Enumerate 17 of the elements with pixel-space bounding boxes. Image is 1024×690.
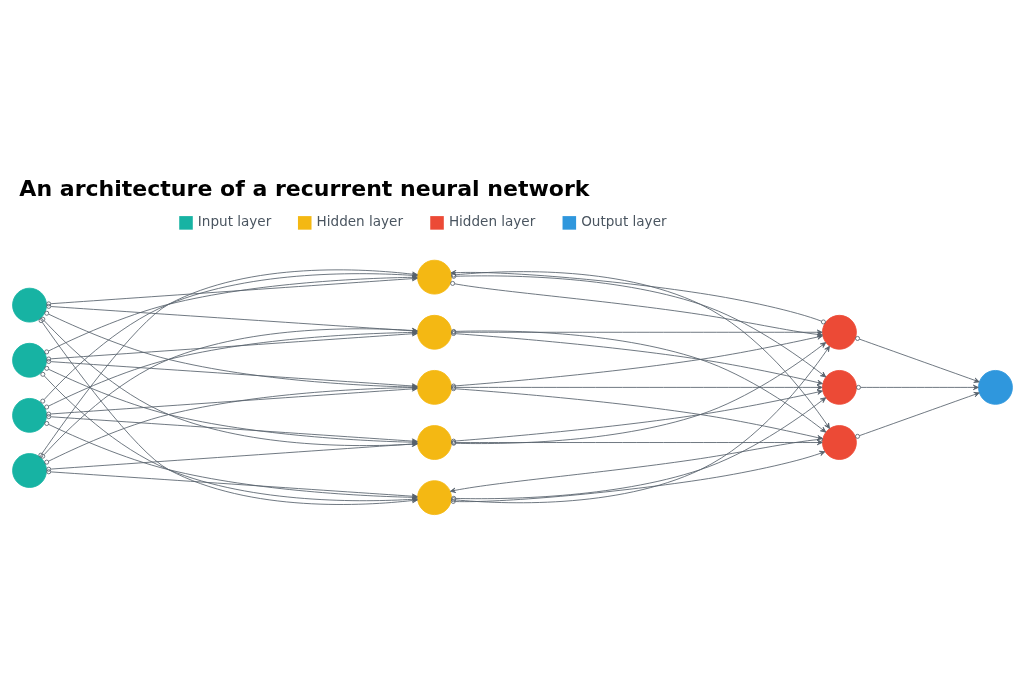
node-circle — [416, 370, 452, 405]
legend-label: Output layer — [580, 213, 667, 230]
arrow — [450, 439, 823, 446]
legend-label: Input layer — [197, 213, 271, 230]
node-circle — [416, 425, 452, 460]
node-circle — [416, 314, 452, 350]
arrow — [854, 392, 980, 439]
arrow — [450, 329, 823, 335]
arrow — [855, 384, 979, 391]
arrow — [854, 336, 980, 383]
arrow — [450, 384, 823, 391]
node-circle — [416, 259, 452, 295]
legend-label: Hidden layer — [316, 213, 403, 230]
node-circle — [977, 370, 1013, 405]
node-circle — [416, 480, 452, 516]
legend-label: Hidden layer — [448, 213, 535, 230]
diagram-title: An architecture of a recurrent neural network — [18, 175, 589, 201]
